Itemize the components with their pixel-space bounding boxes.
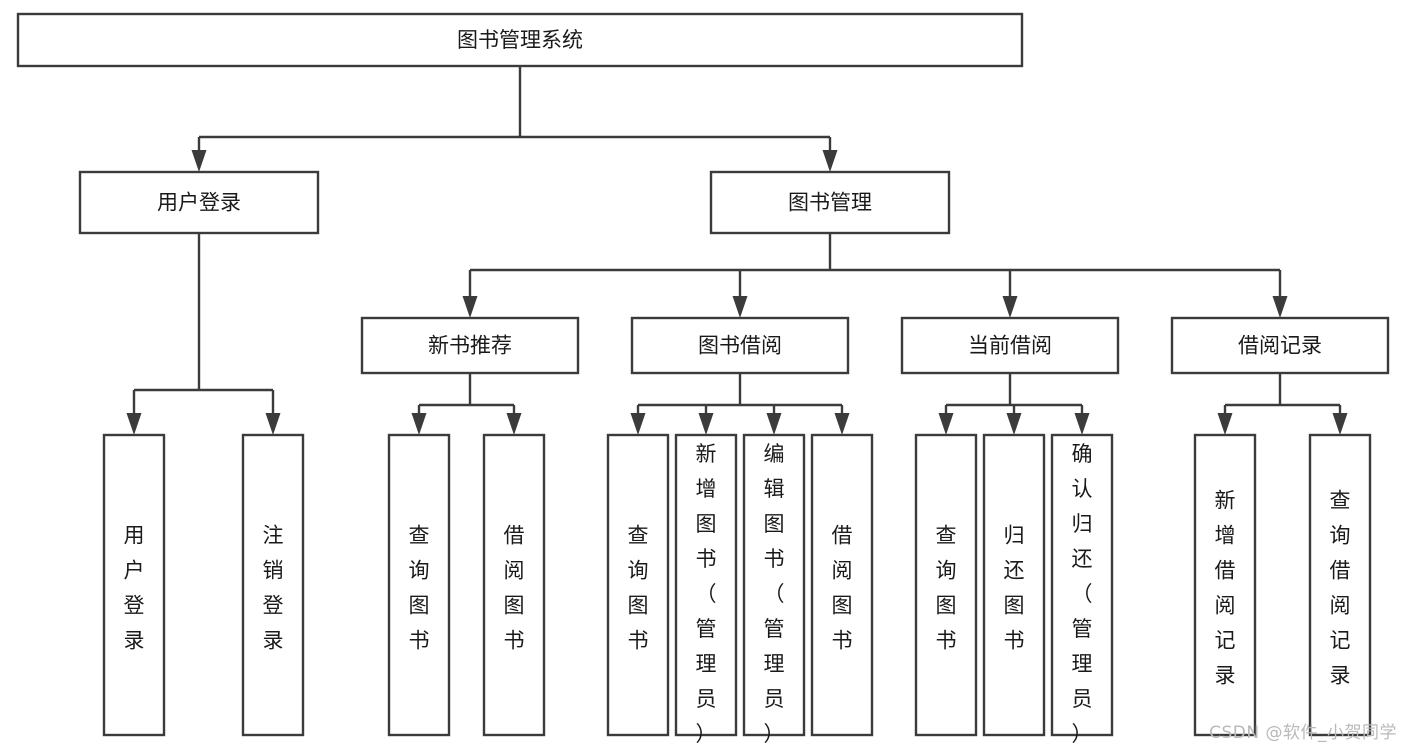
node-label: 查询图书 [936,523,957,652]
arrow-head-icon [191,150,207,172]
node-leaf-borrow-book-recommend[interactable]: 借阅图书 [482,433,546,737]
node-label: 借阅图书 [504,523,525,652]
node-leaf-add-book[interactable]: 新增图书（管理员） [674,433,738,746]
node-box[interactable] [360,316,580,375]
node-box[interactable] [16,12,1024,68]
node-label: 新书推荐 [428,334,512,358]
arrow-head-icon [630,413,646,435]
node-box[interactable] [1193,433,1257,737]
arrow-head-icon [938,413,954,435]
arrow-head-icon [1272,296,1288,318]
node-leaf-query-book-recommend[interactable]: 查询图书 [387,433,451,737]
node-box[interactable] [241,433,305,737]
node-box[interactable] [674,433,738,737]
connector-group-user-login [126,233,281,435]
node-book-borrow[interactable]: 图书借阅 [630,316,850,375]
node-label: 用户登录 [124,523,145,652]
node-leaf-query-book-current[interactable]: 查询图书 [914,433,978,737]
node-leaf-return-book[interactable]: 归还图书 [982,433,1046,737]
arrow-head-icon [1002,296,1018,318]
connector-group-root [191,66,838,172]
node-label: 图书管理 [788,191,872,215]
node-box[interactable] [1050,433,1114,737]
node-box[interactable] [78,170,320,235]
node-leaf-logout[interactable]: 注销登录 [241,433,305,737]
node-box[interactable] [1170,316,1390,375]
node-label: 新增图书（管理员） [696,442,717,746]
arrow-head-icon [1006,413,1022,435]
node-box[interactable] [709,170,951,235]
connector-group-book-management [462,233,1288,318]
node-box[interactable] [982,433,1046,737]
node-label: 查询借阅记录 [1330,488,1351,687]
arrow-head-icon [265,413,281,435]
arrow-head-icon [126,413,142,435]
node-label: 确认归还（管理员） [1072,442,1093,746]
node-label: 当前借阅 [968,334,1052,358]
node-leaf-confirm-return[interactable]: 确认归还（管理员） [1050,433,1114,746]
node-label: 借阅图书 [832,523,853,652]
node-label: 归还图书 [1004,523,1025,652]
node-box[interactable] [630,316,850,375]
node-label: 图书借阅 [698,334,782,358]
arrow-head-icon [1074,413,1090,435]
node-user-login[interactable]: 用户登录 [78,170,320,235]
node-book-management[interactable]: 图书管理 [709,170,951,235]
node-leaf-user-login[interactable]: 用户登录 [102,433,166,737]
node-box[interactable] [914,433,978,737]
node-label: 查询图书 [409,523,430,652]
node-borrow-record[interactable]: 借阅记录 [1170,316,1390,375]
node-label: 编辑图书（管理员） [764,442,785,746]
arrow-head-icon [411,413,427,435]
node-leaf-query-book-borrow[interactable]: 查询图书 [606,433,670,737]
node-box[interactable] [1308,433,1372,737]
node-layer: 图书管理系统用户登录图书管理新书推荐图书借阅当前借阅借阅记录用户登录注销登录查询… [16,12,1390,746]
node-new-book-recommend[interactable]: 新书推荐 [360,316,580,375]
arrow-head-icon [766,413,782,435]
arrow-head-icon [732,296,748,318]
arrow-head-icon [506,413,522,435]
arrow-head-icon [834,413,850,435]
arrow-head-icon [698,413,714,435]
node-box[interactable] [387,433,451,737]
node-box[interactable] [102,433,166,737]
node-leaf-borrow-book[interactable]: 借阅图书 [810,433,874,737]
node-box[interactable] [606,433,670,737]
edge-layer [126,66,1348,435]
node-label: 图书管理系统 [457,28,583,52]
csdn-watermark: CSDN @软件_小贺同学 [1209,723,1397,743]
node-label: 借阅记录 [1238,334,1322,358]
node-leaf-query-borrow-record[interactable]: 查询借阅记录 [1308,433,1372,737]
node-leaf-add-borrow-record[interactable]: 新增借阅记录 [1193,433,1257,737]
node-label: 新增借阅记录 [1215,488,1236,687]
arrow-head-icon [1217,413,1233,435]
arrow-head-icon [462,296,478,318]
node-leaf-edit-book[interactable]: 编辑图书（管理员） [742,433,806,746]
node-label: 注销登录 [263,523,284,652]
connector-group-borrow-record [1217,373,1348,435]
node-label: 查询图书 [628,523,649,652]
node-root[interactable]: 图书管理系统 [16,12,1024,68]
node-box[interactable] [742,433,806,737]
arrow-head-icon [822,150,838,172]
node-box[interactable] [482,433,546,737]
connector-group-current-borrow [938,373,1090,435]
connector-group-new-book-recommend [411,373,522,435]
node-box[interactable] [810,433,874,737]
connector-group-book-borrow [630,373,850,435]
node-label: 用户登录 [157,191,241,215]
arrow-head-icon [1332,413,1348,435]
node-box[interactable] [900,316,1120,375]
node-current-borrow[interactable]: 当前借阅 [900,316,1120,375]
